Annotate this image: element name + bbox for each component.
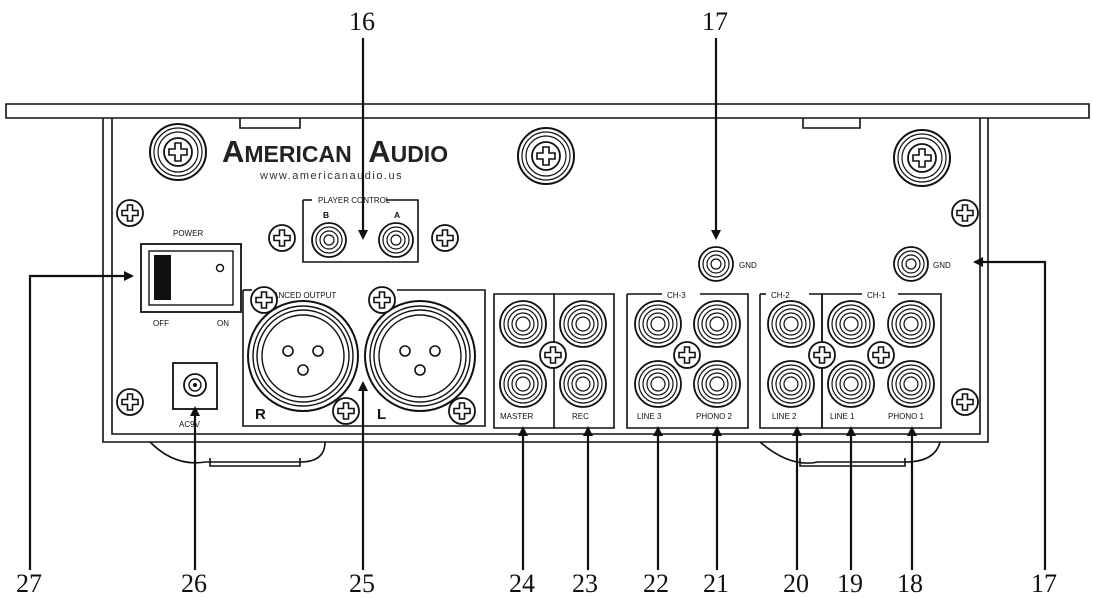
line3-label: LINE 3 [637, 412, 662, 421]
screw-ch3 [673, 341, 701, 369]
ch2-label: CH-2 [771, 291, 790, 300]
rec-label: REC [572, 412, 589, 421]
player-control-label: PLAYER CONTROL [318, 196, 391, 205]
ch3-line3-jack-top[interactable] [634, 300, 682, 348]
power-label: POWER [173, 229, 203, 238]
callout-leaders [28, 38, 1047, 570]
brand-rest-2: UDIO [391, 141, 449, 167]
ch3-phono2-jack-bottom[interactable] [693, 360, 741, 408]
on-label: ON [217, 319, 229, 328]
ch1-line1-jack-top[interactable] [827, 300, 875, 348]
brand-initial-1: A [222, 134, 244, 169]
ch3-label: CH-3 [667, 291, 686, 300]
screw-xlr-bottom-center [332, 397, 360, 425]
ch2-line2-jack-top[interactable] [767, 300, 815, 348]
ch1-label: CH-1 [867, 291, 886, 300]
phono2-label: PHONO 2 [696, 412, 733, 421]
callout-25: 25 [349, 569, 375, 598]
screw-bottom-left [116, 388, 144, 416]
callout-26: 26 [181, 569, 207, 598]
master-label: MASTER [500, 412, 534, 421]
callout-19: 19 [837, 569, 863, 598]
ch2-line2-jack-bottom[interactable] [767, 360, 815, 408]
top-flange [5, 103, 1090, 129]
callout-24: 24 [509, 569, 535, 598]
grommet-center [517, 127, 575, 185]
ch1-line1-jack-bottom[interactable] [827, 360, 875, 408]
brand-logo: AMERICAN AUDIO www.americanaudio.us [222, 134, 448, 182]
brand-url: www.americanaudio.us [259, 170, 403, 182]
callout-16: 16 [349, 7, 375, 36]
ch1-phono1-jack-top[interactable] [887, 300, 935, 348]
power-switch[interactable] [140, 243, 242, 313]
gnd-left-terminal[interactable] [698, 246, 734, 282]
rec-jack-bottom[interactable] [559, 360, 607, 408]
screw-xlr-bottom-right [448, 397, 476, 425]
ch1-group: CH-1 LINE 1 PHONO 1 [808, 291, 942, 429]
gnd-left-label: GND [739, 261, 757, 270]
callout-17-right: 17 [1031, 569, 1057, 598]
callout-18: 18 [897, 569, 923, 598]
screw-ch2-ch1 [808, 341, 836, 369]
screw-xlr-top-left [250, 286, 278, 314]
power-switch-group: POWER OFF ON [140, 229, 242, 328]
master-jack-top[interactable] [499, 300, 547, 348]
brand-initial-2: A [368, 134, 390, 169]
callout-21: 21 [703, 569, 729, 598]
xlr-l-label: L [377, 406, 386, 423]
callout-numbers: 16 17 27 26 25 24 23 22 21 20 19 18 17 [16, 7, 1057, 598]
off-label: OFF [153, 319, 169, 328]
callout-27: 27 [16, 569, 42, 598]
xlr-left-connector[interactable] [364, 300, 476, 412]
screw-player-right [431, 224, 459, 252]
balanced-output-label: BALANCED OUTPUT [258, 291, 336, 300]
player-a-label: A [394, 210, 400, 220]
screw-top-right [951, 199, 979, 227]
gnd-right-terminal[interactable] [893, 246, 929, 282]
master-jack-bottom[interactable] [499, 360, 547, 408]
screw-bottom-right [951, 388, 979, 416]
brand-rest-1: MERICAN [244, 141, 351, 167]
grommet-right [893, 129, 951, 187]
screw-xlr-top-center [368, 286, 396, 314]
ch3-phono2-jack-top[interactable] [693, 300, 741, 348]
callout-20: 20 [783, 569, 809, 598]
player-b-label: B [323, 210, 329, 220]
balanced-output-group: BALANCED OUTPUT R L [242, 286, 486, 427]
ac-label: AC9V [179, 420, 201, 429]
player-a-jack[interactable] [378, 222, 414, 258]
ac-power-jack[interactable] [183, 373, 207, 397]
player-b-jack[interactable] [311, 222, 347, 258]
grommet-left [149, 123, 207, 181]
callout-17-top: 17 [702, 7, 728, 36]
svg-text:AMERICAN AUDIO: AMERICAN AUDIO [222, 134, 448, 169]
screw-top-left [116, 199, 144, 227]
gnd-left-group: GND [698, 246, 757, 282]
ch3-group: CH-3 LINE 3 PHONO 2 [626, 291, 749, 429]
ch1-phono1-jack-bottom[interactable] [887, 360, 935, 408]
callout-22: 22 [643, 569, 669, 598]
line1-label: LINE 1 [830, 412, 855, 421]
screw-player-left [268, 224, 296, 252]
screw-master-rec [539, 341, 567, 369]
callout-23: 23 [572, 569, 598, 598]
rec-jack-top[interactable] [559, 300, 607, 348]
xlr-r-label: R [255, 406, 266, 423]
screw-ch1 [867, 341, 895, 369]
gnd-right-group: GND [893, 246, 951, 282]
phono1-label: PHONO 1 [888, 412, 925, 421]
xlr-right-connector[interactable] [247, 300, 359, 412]
ch3-line3-jack-bottom[interactable] [634, 360, 682, 408]
player-control-group: PLAYER CONTROL B A [268, 196, 459, 263]
line2-label: LINE 2 [772, 412, 797, 421]
master-rec-group: MASTER REC [493, 293, 615, 429]
gnd-right-label: GND [933, 261, 951, 270]
